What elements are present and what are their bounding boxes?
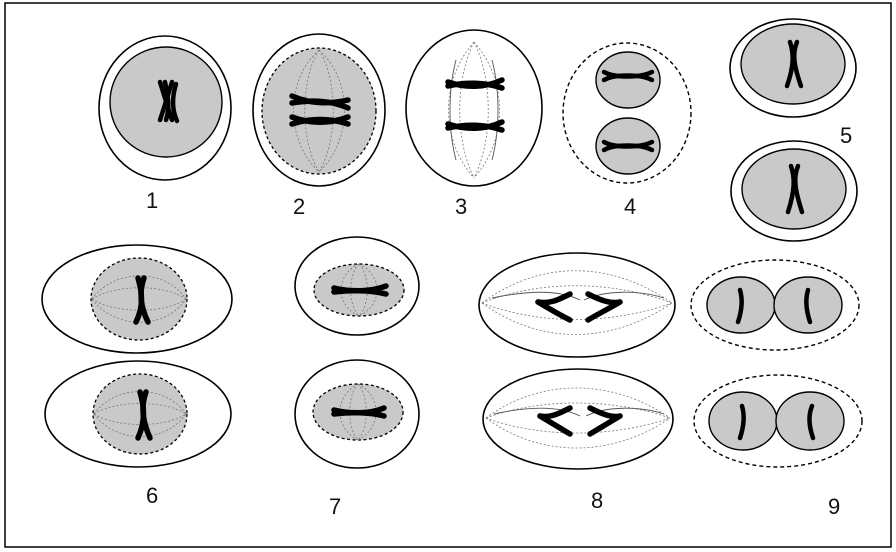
stage-label-9: 9: [828, 494, 840, 519]
stage-label-7: 7: [329, 494, 341, 519]
stage-2-cell: [253, 34, 385, 186]
stage-label-6: 6: [146, 483, 158, 508]
stage-label-8: 8: [591, 488, 603, 513]
stage-7-cell-bottom: [295, 360, 419, 468]
stage-3-cell: [406, 30, 542, 186]
stage-label-5: 5: [840, 123, 852, 148]
stage-6-cell-top: [42, 245, 232, 353]
stage-8-cell-bottom: [483, 369, 673, 469]
stage-1-cell: [99, 36, 231, 180]
stage-7-cell-top: [295, 237, 419, 335]
stage-5-cell-bottom: [731, 141, 857, 241]
stage-8-cell-top: [479, 253, 675, 357]
stage-6-cell-bottom: [45, 361, 231, 467]
stage-label-1: 1: [146, 188, 158, 213]
stage-9-cell-top: [691, 260, 859, 350]
stage-9-cell-bottom: [694, 375, 862, 467]
stage-label-2: 2: [293, 194, 305, 219]
stage-label-3: 3: [455, 194, 467, 219]
stage-4-cell: [563, 43, 691, 183]
stage-5-cell-top: [730, 19, 856, 117]
stage-label-4: 4: [624, 194, 636, 219]
